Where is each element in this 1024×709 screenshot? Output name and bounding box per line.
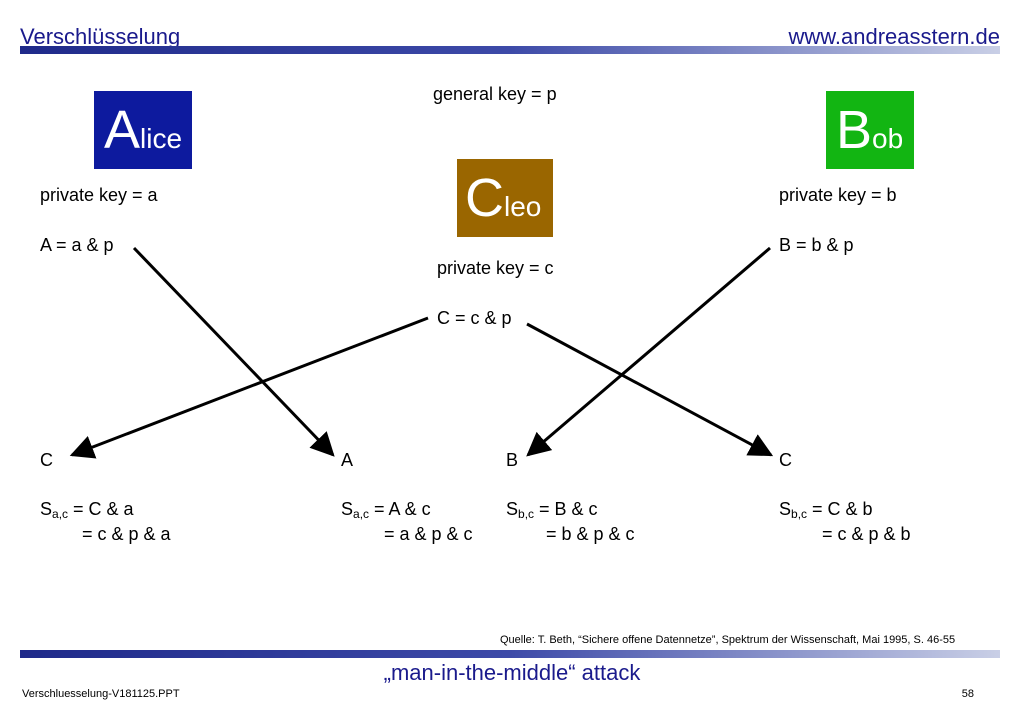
result-cleo-a-secret: Sa,c = A & c [341, 499, 431, 521]
arrow-bob-to-cleo [526, 246, 771, 457]
bob-private-key: private key = b [779, 185, 897, 205]
arrow-cleo-to-bob [526, 322, 774, 457]
slide-caption: „man-in-the-middle“ attack [383, 660, 641, 685]
source-citation: Quelle: T. Beth, “Sichere offene Datenne… [500, 634, 956, 646]
bob-initial: B [836, 100, 873, 160]
result-alice-expansion: = c & p & a [82, 524, 171, 544]
website-url: www.andreasstern.de [788, 24, 1000, 49]
result-alice-received: C [40, 450, 53, 470]
alice-private-key: private key = a [40, 185, 158, 205]
cleo-private-key: private key = c [437, 258, 554, 278]
result-cleo-b-secret: Sb,c = B & c [506, 499, 598, 521]
cleo-box: Cleo [457, 159, 553, 237]
bob-public-value: B = b & p [779, 235, 854, 255]
arrow-cleo-to-alice [69, 316, 429, 459]
result-cleo-b-expansion: = b & p & c [546, 524, 635, 544]
slide-title: Verschlüsselung [20, 24, 181, 49]
cleo-initial: C [465, 168, 504, 228]
alice-initial: A [104, 100, 141, 160]
result-bob-expansion: = c & p & b [822, 524, 911, 544]
result-bob-secret: Sb,c = C & b [779, 499, 873, 521]
result-cleo-b-received: B [506, 450, 519, 470]
cleo-name-rest: leo [504, 191, 542, 222]
arrow-alice-to-cleo [132, 246, 335, 457]
header-divider [20, 46, 1000, 54]
alice-box: Alice [94, 91, 192, 169]
footer-filename: Verschluesselung-V181125.PPT [22, 688, 180, 700]
result-alice-secret: Sa,c = C & a [40, 499, 134, 521]
bob-name-rest: ob [872, 123, 904, 154]
result-cleo-a-received: A [341, 450, 354, 470]
result-cleo-a-expansion: = a & p & c [384, 524, 473, 544]
alice-public-value: A = a & p [40, 235, 114, 255]
footer-divider [20, 650, 1000, 658]
page-number: 58 [961, 688, 974, 700]
general-key-label: general key = p [433, 84, 557, 104]
bob-box: Bob [826, 91, 914, 169]
alice-name-rest: lice [140, 123, 183, 154]
result-bob-received: C [779, 450, 792, 470]
cleo-public-value: C = c & p [437, 308, 512, 328]
